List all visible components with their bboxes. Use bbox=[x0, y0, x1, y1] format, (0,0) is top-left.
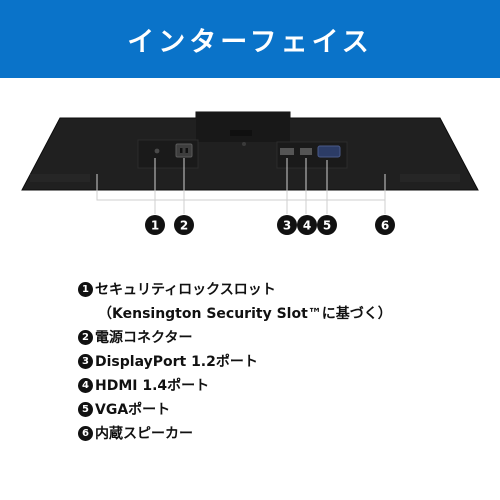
speaker-grille-left bbox=[30, 174, 90, 182]
legend-list: 1 セキュリティロックスロット （Kensington Security Slo… bbox=[78, 277, 488, 445]
legend-label: VGAポート bbox=[95, 402, 171, 418]
monitor-figure: 1 2 3 4 5 6 bbox=[0, 78, 500, 253]
legend-item-speaker: 6 内蔵スピーカー bbox=[78, 421, 488, 445]
legend-label: 内蔵スピーカー bbox=[95, 426, 193, 442]
legend-item-vga: 5 VGAポート bbox=[78, 397, 488, 421]
callout-5: 5 bbox=[317, 215, 337, 235]
svg-text:6: 6 bbox=[381, 219, 389, 233]
legend-number: 4 bbox=[78, 377, 93, 393]
legend-label: （Kensington Security Slot™に基づく） bbox=[98, 306, 392, 322]
callout-4: 4 bbox=[297, 215, 317, 235]
hdmi-port bbox=[300, 148, 312, 155]
legend-item-power-connector: 2 電源コネクター bbox=[78, 325, 488, 349]
legend-number: 3 bbox=[78, 353, 93, 369]
legend-item-security-lock-note: （Kensington Security Slot™に基づく） bbox=[78, 301, 488, 325]
svg-text:1: 1 bbox=[151, 219, 159, 233]
legend-label: HDMI 1.4ポート bbox=[95, 378, 210, 394]
header-banner: インターフェイス bbox=[0, 0, 500, 78]
stand-mount bbox=[196, 112, 290, 142]
legend-number: 2 bbox=[78, 329, 93, 345]
displayport-port bbox=[280, 148, 294, 155]
speaker-grille-right bbox=[400, 174, 460, 182]
svg-text:5: 5 bbox=[323, 219, 331, 233]
legend-item-hdmi: 4 HDMI 1.4ポート bbox=[78, 373, 488, 397]
page-title: インターフェイス bbox=[127, 26, 373, 58]
legend-number: 5 bbox=[78, 401, 93, 417]
svg-text:2: 2 bbox=[180, 219, 188, 233]
security-lock-slot bbox=[154, 148, 160, 154]
callout-3: 3 bbox=[277, 215, 297, 235]
legend-item-displayport: 3 DisplayPort 1.2ポート bbox=[78, 349, 488, 373]
callout-1: 1 bbox=[145, 215, 165, 235]
legend-item-security-lock: 1 セキュリティロックスロット bbox=[78, 277, 488, 301]
svg-text:3: 3 bbox=[283, 219, 291, 233]
legend-label: セキュリティロックスロット bbox=[95, 282, 276, 298]
power-connector bbox=[175, 143, 193, 158]
vga-port bbox=[317, 145, 341, 158]
legend-label: 電源コネクター bbox=[95, 330, 193, 346]
legend-label: DisplayPort 1.2ポート bbox=[95, 354, 258, 370]
legend-number: 1 bbox=[78, 281, 93, 297]
monitor-bottom-view: 1 2 3 4 5 6 bbox=[21, 111, 479, 235]
legend-number: 6 bbox=[78, 425, 93, 441]
leader-lines bbox=[96, 158, 386, 214]
callout-6: 6 bbox=[375, 215, 395, 235]
svg-text:4: 4 bbox=[303, 219, 311, 233]
callout-2: 2 bbox=[174, 215, 194, 235]
